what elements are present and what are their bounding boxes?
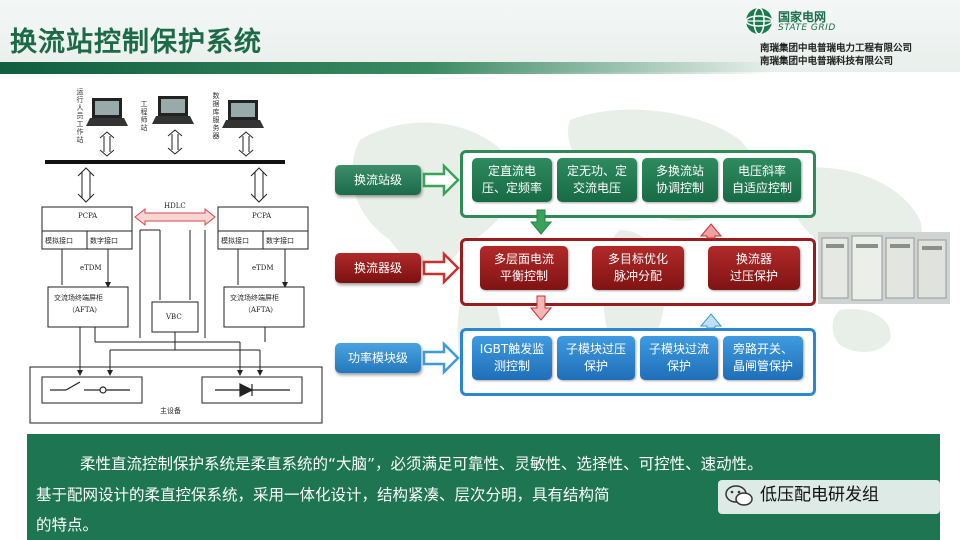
- etdm-right-label: eTDM: [252, 264, 274, 272]
- station-label-engineer: 工程师站: [140, 100, 148, 132]
- brand-name-en: STATE GRID: [778, 23, 836, 33]
- header-band: [0, 62, 775, 74]
- hdlc-label: HDLC: [164, 202, 186, 210]
- pcpa-right-label: PCPA: [252, 212, 272, 220]
- main-equipment-label: 主设备: [160, 407, 181, 415]
- workstation-icon: [222, 100, 264, 128]
- vbc-label: VBC: [166, 313, 182, 321]
- workstation-icon: [152, 96, 194, 124]
- station-box-reactive-power: 定无功、定 交流电压: [557, 158, 637, 202]
- module-box-submodule-overvoltage: 子模块过压 保护: [557, 336, 635, 380]
- control-cabinet-photo: [818, 232, 950, 304]
- module-box-bypass: 旁路开关、 晶闸管保护: [723, 336, 803, 380]
- analog-port-right: 模拟接口: [221, 237, 249, 245]
- summary-line-2: 基于配网设计的柔直控保系统，采用一体化设计，结构紧凑、层次分明，具有结构简: [36, 486, 610, 504]
- afta-left-label: 交流场终端屏柜: [54, 294, 103, 302]
- diode-icon: [215, 383, 290, 397]
- wechat-icon: [725, 485, 753, 506]
- header-bar: [0, 0, 960, 72]
- summary-line-3: 的特点。: [36, 516, 99, 534]
- summary-line-1: 柔性直流控制保护系统是柔直系统的“大脑”，必须满足可靠性、灵敏性、选择性、可控性…: [80, 455, 763, 473]
- converter-box-current-balance: 多层面电流 平衡控制: [480, 246, 568, 290]
- state-grid-logo-icon: [745, 7, 773, 35]
- architecture-diagram: [29, 96, 323, 424]
- station-box-voltage-slope: 电压斜率 自适应控制: [723, 158, 801, 202]
- watermark-text: 低压配电研发组: [760, 485, 879, 505]
- afta-right-sub: （AFTA）: [244, 306, 278, 314]
- station-label-operator: 运行人员工作站: [76, 88, 84, 144]
- afta-left-sub: （AFTA）: [68, 306, 102, 314]
- pcpa-left-label: PCPA: [78, 212, 98, 220]
- station-box-dc-voltage: 定直流电 压、定频率: [472, 158, 552, 202]
- etdm-left-label: eTDM: [80, 264, 102, 272]
- afta-right-label: 交流场终端屏柜: [230, 294, 279, 302]
- station-box-multi-station: 多换流站 协调控制: [642, 158, 718, 202]
- station-label-database: 数据库服务器: [212, 92, 220, 140]
- level-station: 换流站级: [335, 165, 421, 195]
- brand-name: 国家电网: [778, 10, 827, 24]
- converter-box-pulse-distribution: 多目标优化 脉冲分配: [592, 246, 684, 290]
- analog-port-left: 模拟接口: [45, 237, 73, 245]
- level-converter: 换流器级: [335, 253, 421, 283]
- module-box-igbt: IGBT触发监 测控制: [472, 336, 552, 380]
- digital-port-left: 数字接口: [90, 237, 118, 245]
- level-arrows: [422, 162, 460, 376]
- watermark-backdrop: [718, 480, 940, 514]
- level-power-module: 功率模块级: [335, 343, 421, 373]
- module-box-submodule-overcurrent: 子模块过流 保护: [640, 336, 718, 380]
- company-line-2: 南瑞集团中电普瑞科技有限公司: [760, 56, 894, 67]
- company-line-1: 南瑞集团中电普瑞电力工程有限公司: [760, 43, 913, 54]
- workstation-icon: [86, 98, 128, 126]
- page-title: 换流站控制保护系统: [10, 27, 262, 58]
- switch-icon: [50, 381, 130, 394]
- digital-port-right: 数字接口: [266, 237, 294, 245]
- vertical-arrows: [529, 209, 723, 329]
- converter-box-overvoltage: 换流器 过压保护: [708, 246, 800, 290]
